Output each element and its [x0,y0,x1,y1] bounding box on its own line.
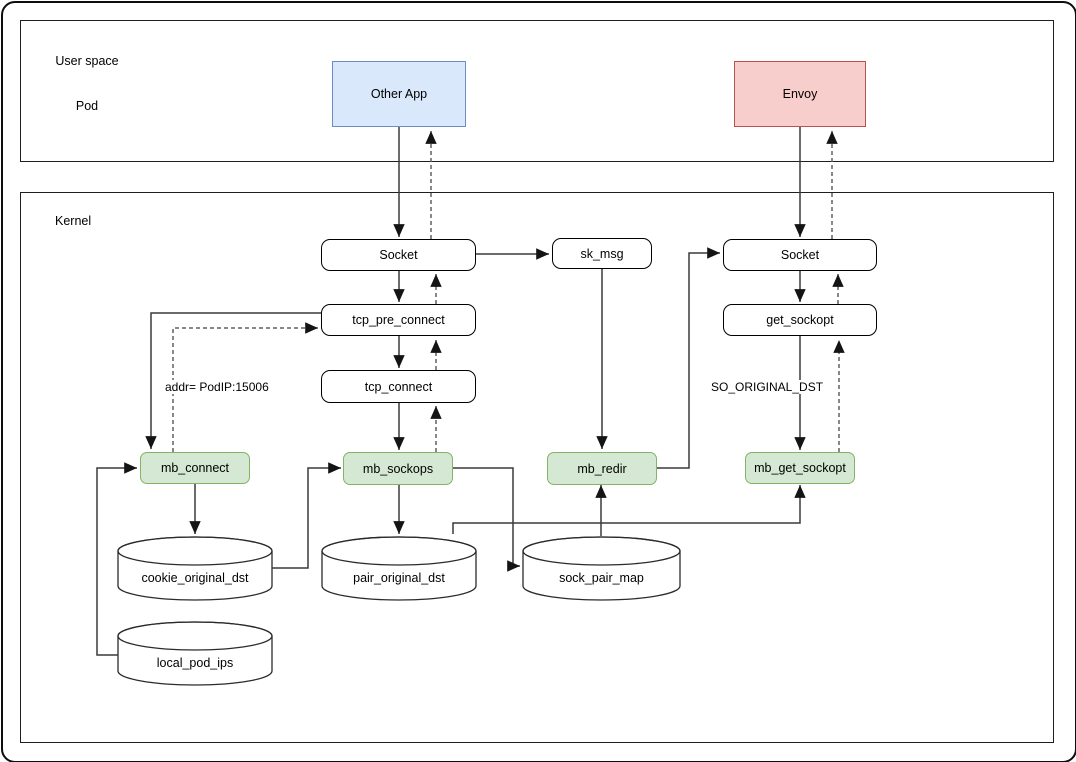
store-label-sock-pair-map: sock_pair_map [559,571,644,585]
node-other-app: Other App [332,61,466,127]
edge-pair-original-dst-to-mb-get-sockopt [452,485,806,534]
user-space-region [20,20,1054,162]
store-label-pair-original-dst: pair_original_dst [353,571,445,585]
edge-mb-redir-to-socket-envoy [657,247,720,469]
edge-cookie-original-dst-to-mb-sockops [272,462,341,569]
edge-local-pod-ips-to-mb-connect [96,462,137,656]
store-label-local-pod-ips: local_pod_ips [156,656,234,670]
node-socket-envoy: Socket [723,239,877,271]
node-socket-app: Socket [321,239,476,271]
node-sk-msg: sk_msg [552,238,652,269]
node-mb-sockops: mb_sockops [343,452,453,485]
solid-edges [96,127,806,656]
edge-tcp-pre-connect-to-mb-connect [145,312,321,449]
node-mb-get-sockopt: mb_get_sockopt [745,452,855,484]
node-mb-connect: mb_connect [140,452,250,484]
kernel-label: Kernel [55,214,92,228]
node-tcp-pre-connect: tcp_pre_connect [321,304,476,336]
user-space-label-line1: User space [55,54,119,68]
edge-label-addr-podip: addr= PodIP:15006 [163,380,271,394]
store-label-cookie-original-dst: cookie_original_dst [141,571,249,585]
edge-mb-sockops-to-sock-pair-map [453,467,520,572]
store-cookie-original-dst-shape [117,536,273,601]
dashed-edges [172,131,845,452]
user-space-label-line2: Pod [75,99,99,113]
store-local-pod-ips-shape [117,621,273,686]
user-space-label: User space Pod [40,24,134,144]
kernel-region [20,192,1054,743]
node-mb-redir: mb_redir [547,452,657,485]
node-get-sockopt: get_sockopt [723,304,877,336]
store-sock-pair-map-shape [522,536,681,601]
node-envoy: Envoy [734,61,866,127]
store-pair-original-dst-shape [321,536,477,601]
node-tcp-connect: tcp_connect [321,370,476,403]
edge-mb-connect-to-tcp-pre-connect-return [172,322,318,452]
edge-label-so-original-dst: SO_ORIGINAL_DST [709,380,826,394]
store-shapes [117,536,681,686]
